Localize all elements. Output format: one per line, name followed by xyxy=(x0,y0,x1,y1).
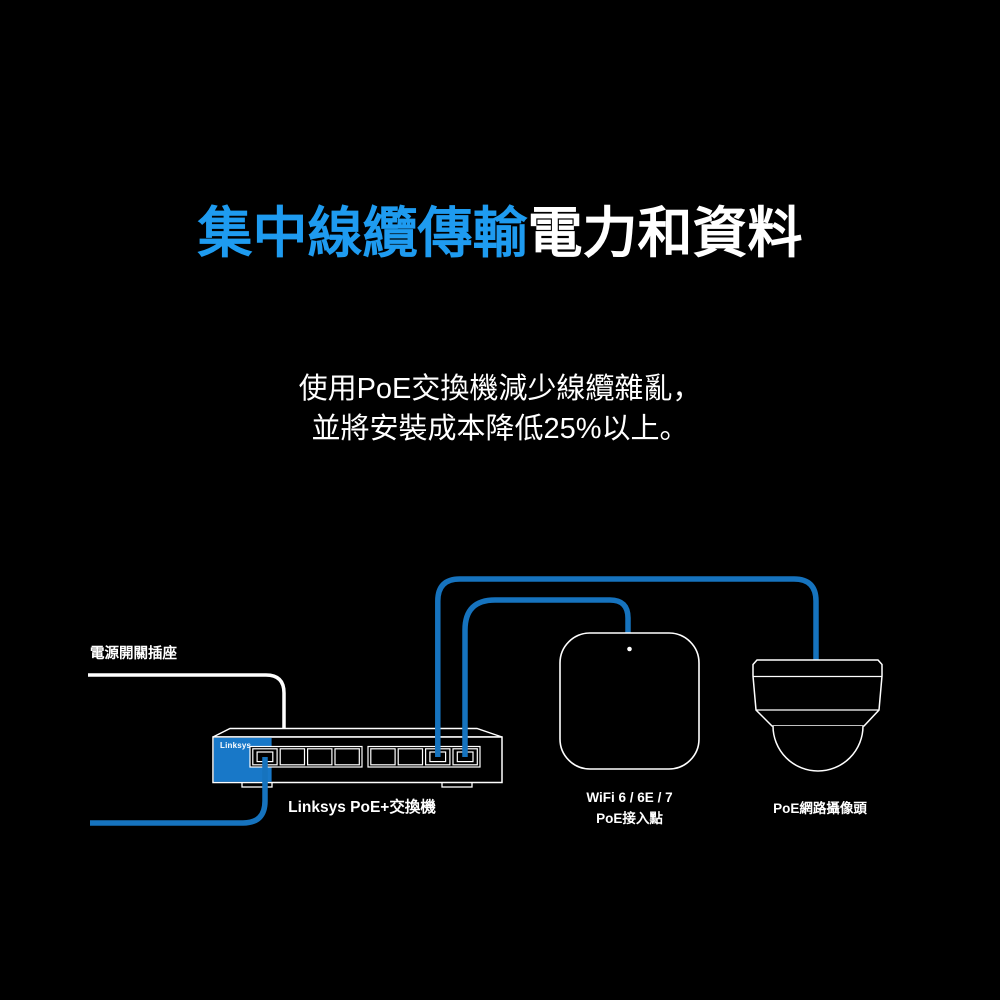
access-point-led xyxy=(627,646,632,652)
switch-port-3 xyxy=(307,748,333,766)
subtitle: 使用PoE交換機減少線纜雜亂， 並將安裝成本降低25%以上。 xyxy=(0,369,1000,449)
power-outlet-label: 電源開關插座 xyxy=(90,646,177,662)
switch-label: Linksys PoE+交換機 xyxy=(288,799,436,816)
access-point-label: WiFi 6 / 6E / 7 PoE接入點 xyxy=(544,787,715,829)
switch-brand-wordmark: Linksys xyxy=(220,741,252,750)
access-point-label-line2: PoE接入點 xyxy=(596,811,663,826)
access-point-body xyxy=(559,632,700,770)
switch-port-5 xyxy=(370,748,396,766)
switch-top-face xyxy=(212,727,503,738)
camera-housing xyxy=(752,659,883,727)
port-group-1 xyxy=(249,745,363,768)
cable-port1-to-power xyxy=(90,757,268,826)
cable-port7-to-camera xyxy=(435,576,819,757)
camera-dome xyxy=(772,725,864,772)
switch-port-4 xyxy=(334,748,360,766)
page-title: 集中線纜傳輸電力和資料 xyxy=(0,204,1000,262)
subtitle-line2: 並將安裝成本降低25%以上。 xyxy=(311,413,689,445)
switch-port-6 xyxy=(397,748,424,766)
cable-port8-to-access-point xyxy=(462,597,631,757)
title-rest-text: 電力和資料 xyxy=(527,202,803,264)
subtitle-line1: 使用PoE交換機減少線纜雜亂， xyxy=(298,373,702,405)
power-cable xyxy=(88,673,286,734)
port-group-2 xyxy=(367,745,481,768)
access-point-label-line1: WiFi 6 / 6E / 7 xyxy=(586,790,673,805)
switch-port-2 xyxy=(279,748,306,766)
camera-label: PoE網路攝像頭 xyxy=(773,801,867,816)
title-highlight-text: 集中線纜傳輸 xyxy=(197,202,528,264)
